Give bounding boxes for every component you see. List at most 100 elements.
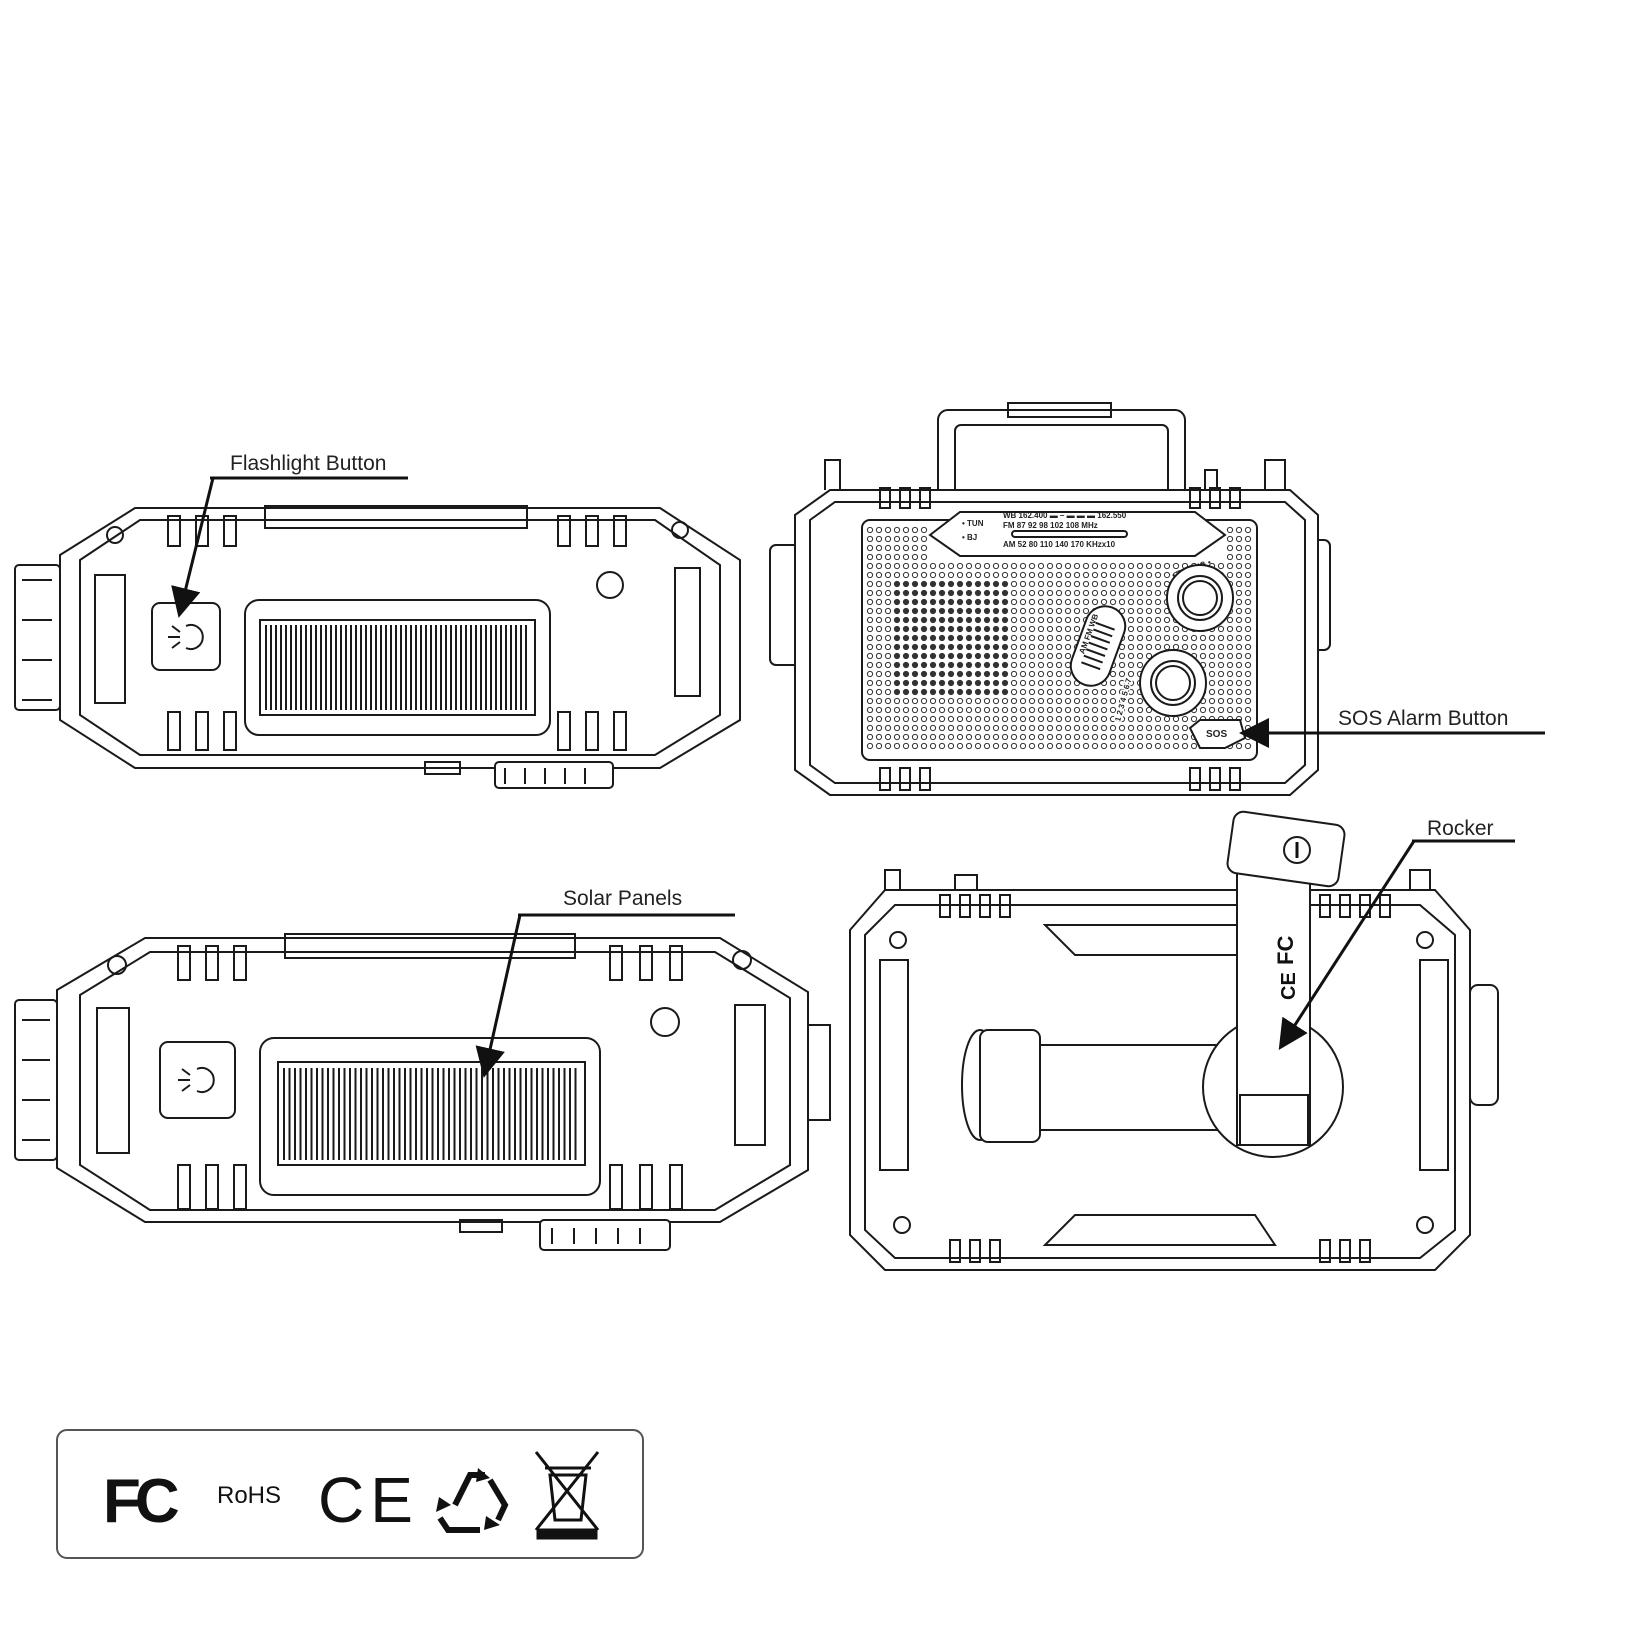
speaker-hole [1208, 634, 1216, 642]
speaker-hole [1100, 715, 1108, 723]
speaker-hole [1181, 742, 1189, 750]
speaker-hole [956, 742, 964, 750]
speaker-hole [1172, 724, 1180, 732]
speaker-hole [1217, 625, 1225, 633]
speaker-hole [920, 670, 928, 678]
speaker-hole [1127, 571, 1135, 579]
speaker-hole [983, 670, 991, 678]
speaker-hole [1100, 598, 1108, 606]
speaker-hole [893, 526, 901, 534]
speaker-hole [1208, 643, 1216, 651]
callout-flashlight: Flashlight Button [171, 452, 408, 618]
speaker-hole [974, 670, 982, 678]
crank-handle[interactable] [1226, 810, 1346, 888]
speaker-hole [929, 688, 937, 696]
speaker-hole [1127, 742, 1135, 750]
speaker-hole [1127, 589, 1135, 597]
speaker-hole [1055, 652, 1063, 660]
speaker-hole [1145, 625, 1153, 633]
speaker-hole [947, 724, 955, 732]
speaker-hole [1010, 724, 1018, 732]
speaker-hole [1145, 652, 1153, 660]
speaker-hole [1001, 715, 1009, 723]
speaker-hole [1127, 706, 1135, 714]
speaker-hole [1046, 715, 1054, 723]
speaker-hole [1217, 706, 1225, 714]
speaker-hole [920, 706, 928, 714]
speaker-hole [1136, 598, 1144, 606]
speaker-hole [866, 724, 874, 732]
speaker-hole [1199, 652, 1207, 660]
speaker-hole [1244, 589, 1252, 597]
speaker-hole [983, 580, 991, 588]
speaker-hole [1091, 724, 1099, 732]
speaker-hole [1181, 733, 1189, 741]
speaker-hole [1127, 634, 1135, 642]
speaker-hole [938, 571, 946, 579]
speaker-hole [1118, 688, 1126, 696]
speaker-hole [1082, 715, 1090, 723]
speaker-hole [1082, 733, 1090, 741]
speaker-hole [1091, 589, 1099, 597]
speaker-hole [875, 625, 883, 633]
speaker-hole [1127, 562, 1135, 570]
speaker-hole [1118, 679, 1126, 687]
speaker-hole [1001, 607, 1009, 615]
speaker-hole [1208, 697, 1216, 705]
speaker-hole [893, 589, 901, 597]
speaker-hole [1037, 697, 1045, 705]
speaker-hole [974, 688, 982, 696]
speaker-hole [884, 616, 892, 624]
speaker-hole [884, 589, 892, 597]
volume-knob[interactable] [1139, 649, 1207, 717]
speaker-hole [1217, 652, 1225, 660]
speaker-hole [1019, 733, 1027, 741]
speaker-hole [956, 598, 964, 606]
speaker-hole [1010, 733, 1018, 741]
speaker-hole [1136, 652, 1144, 660]
speaker-hole [1010, 643, 1018, 651]
speaker-hole [1028, 643, 1036, 651]
speaker-hole [1028, 562, 1036, 570]
speaker-hole [1046, 661, 1054, 669]
speaker-hole [1055, 706, 1063, 714]
speaker-hole [1001, 733, 1009, 741]
speaker-hole [866, 733, 874, 741]
speaker-hole [1037, 670, 1045, 678]
speaker-hole [1226, 634, 1234, 642]
speaker-hole [884, 670, 892, 678]
speaker-hole [902, 652, 910, 660]
speaker-hole [992, 589, 1000, 597]
speaker-hole [875, 643, 883, 651]
speaker-hole [1154, 616, 1162, 624]
side-view-top [14, 505, 741, 789]
speaker-hole [893, 607, 901, 615]
speaker-hole [1019, 679, 1027, 687]
speaker-hole [866, 625, 874, 633]
speaker-hole [1244, 562, 1252, 570]
speaker-hole [875, 598, 883, 606]
band-indicator: • BJ [962, 533, 977, 542]
tuning-knob[interactable] [1166, 564, 1234, 632]
speaker-hole [1127, 652, 1135, 660]
speaker-hole [893, 697, 901, 705]
flashlight-button[interactable] [159, 1041, 236, 1119]
speaker-hole [1118, 706, 1126, 714]
speaker-hole [929, 634, 937, 642]
crank-knob [14, 999, 58, 1161]
speaker-hole [947, 670, 955, 678]
speaker-hole [902, 724, 910, 732]
speaker-hole [974, 697, 982, 705]
speaker-hole [983, 652, 991, 660]
flashlight-button[interactable] [151, 602, 221, 671]
speaker-hole [1226, 544, 1234, 552]
speaker-hole [1037, 688, 1045, 696]
speaker-hole [1136, 616, 1144, 624]
speaker-hole [956, 724, 964, 732]
speaker-hole [938, 706, 946, 714]
speaker-hole [902, 571, 910, 579]
speaker-hole [956, 670, 964, 678]
speaker-hole [1046, 706, 1054, 714]
speaker-hole [875, 706, 883, 714]
speaker-hole [1055, 589, 1063, 597]
